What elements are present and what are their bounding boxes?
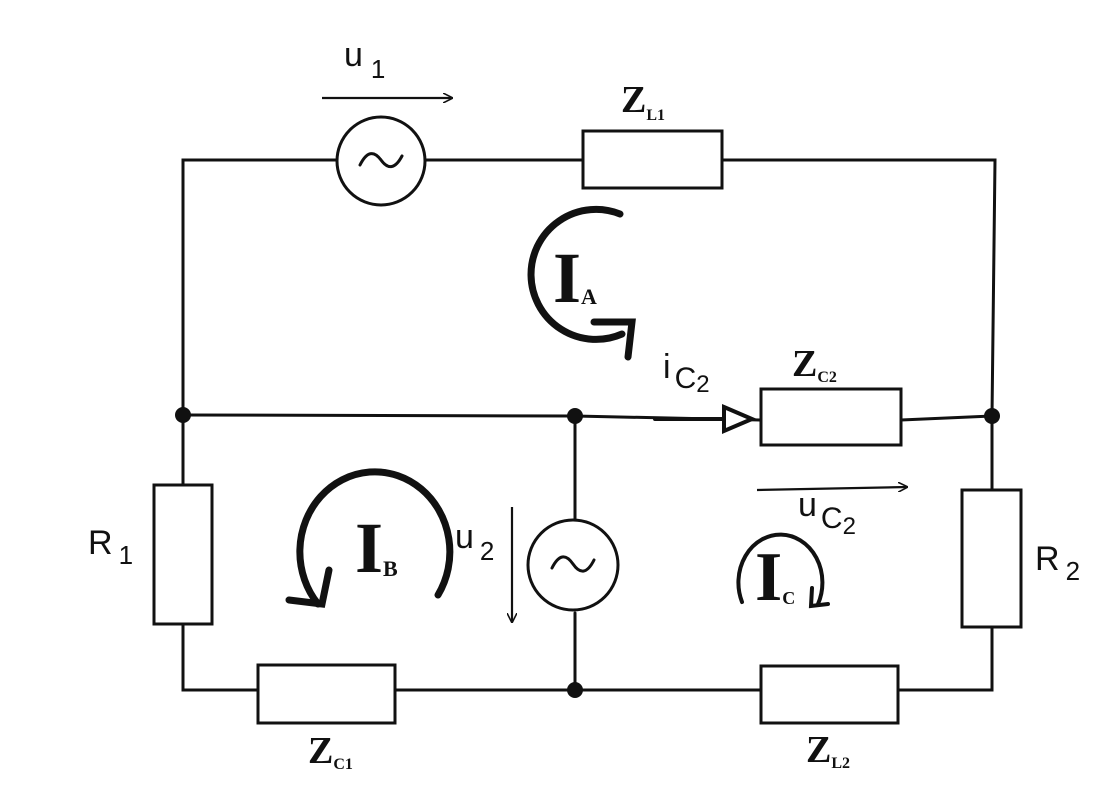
impedance-zc2 — [759, 387, 903, 447]
voltage-arrow-uc2 — [756, 487, 907, 490]
mesh-loop-c — [736, 532, 830, 609]
source-u1 — [335, 115, 427, 207]
impedance-zc1 — [256, 663, 397, 725]
impedance-zl1 — [581, 129, 724, 190]
label-ia: IA — [553, 238, 597, 318]
node-center-bottom — [567, 682, 583, 698]
label-zl2: ZL2 — [806, 729, 850, 772]
resistor-r1 — [152, 483, 214, 626]
mesh-loop-a — [527, 205, 636, 361]
label-zl1: ZL1 — [621, 79, 665, 124]
label-zc2: ZC2 — [792, 343, 837, 386]
label-zc1: ZC1 — [308, 730, 353, 773]
node-right-middle — [984, 408, 1000, 424]
source-u2 — [526, 518, 620, 612]
impedance-zl2 — [759, 664, 900, 725]
mesh-loop-b — [285, 468, 454, 608]
label-ib: IB — [355, 508, 398, 588]
current-arrow-ic2 — [653, 403, 758, 435]
label-ic-mesh: IC — [755, 539, 795, 616]
node-center-middle — [567, 408, 583, 424]
node-left-middle — [175, 407, 191, 423]
resistor-r2 — [960, 488, 1023, 629]
